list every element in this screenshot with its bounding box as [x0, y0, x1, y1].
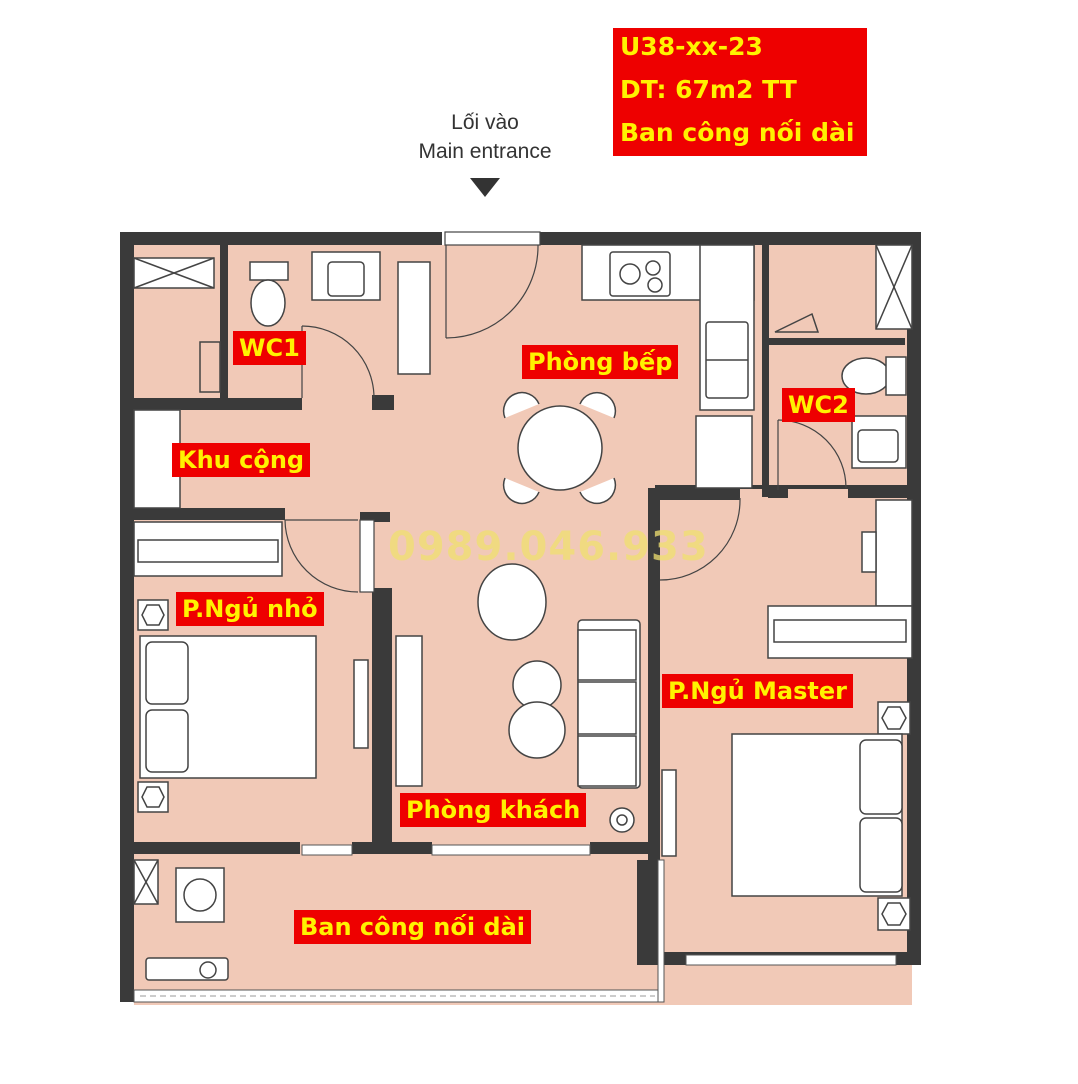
small-bedroom-door: [284, 519, 375, 593]
unit-code: U38-xx-23: [620, 32, 763, 61]
phone-watermark: 0989.046.933: [388, 524, 709, 570]
master-door: [659, 498, 741, 581]
wc1-fixtures: [133, 251, 431, 393]
dining-table: [502, 391, 617, 505]
balcony-railing: [133, 859, 665, 1003]
room-label-small-bedroom: P.Ngủ nhỏ: [176, 592, 324, 626]
small-bedroom-fixtures: [133, 521, 369, 813]
kitchen-fixtures: [581, 244, 755, 489]
room-label-living-room: Phòng khách: [400, 793, 587, 827]
unit-feature: Ban công nối dài: [620, 118, 855, 147]
room-label-common-area: Khu cộng: [172, 443, 311, 477]
living-room-fixtures: [395, 563, 641, 833]
unit-info-box: U38-xx-23 DT: 67m2 TT Ban công nối dài: [613, 28, 867, 156]
room-label-balcony: Ban công nối dài: [294, 910, 532, 944]
room-label-wc2: WC2: [782, 388, 855, 422]
entrance-label: Lối vào Main entrance: [380, 108, 590, 166]
master-bedroom-fixtures: [661, 499, 913, 931]
entrance-label-en: Main entrance: [418, 140, 552, 163]
entrance-label-vi: Lối vào: [451, 111, 519, 134]
balcony-fixtures: [133, 859, 229, 981]
room-label-master-bedroom: P.Ngủ Master: [662, 674, 853, 708]
room-label-wc1: WC1: [233, 331, 306, 365]
windows: [301, 844, 897, 966]
entrance-door: [444, 231, 541, 339]
entrance-arrow-icon: [470, 178, 500, 197]
wc2-fixtures: [774, 244, 913, 469]
room-label-kitchen: Phòng bếp: [522, 345, 679, 379]
unit-area: DT: 67m2 TT: [620, 75, 797, 104]
